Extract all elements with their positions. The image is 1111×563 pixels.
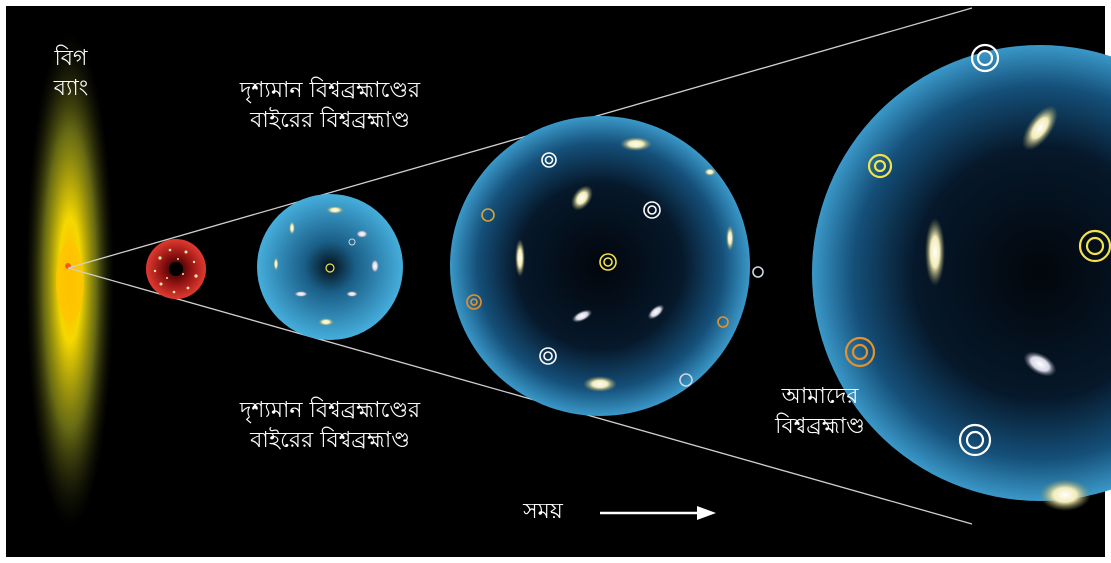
outside-bottom-line1: দৃশ্যমান বিশ্বব্রহ্মাণ্ডের bbox=[239, 398, 421, 423]
time-label: সময় bbox=[498, 497, 588, 527]
our-universe-line2: বিশ্বব্রহ্মাণ্ড bbox=[775, 414, 865, 439]
our-universe-sphere bbox=[812, 43, 1111, 511]
expanding-universe-sphere bbox=[450, 116, 764, 416]
early-universe-sphere bbox=[146, 239, 206, 299]
big-bang-label-line2: ব্যাং bbox=[53, 76, 89, 101]
young-universe-sphere bbox=[257, 194, 403, 340]
outside-top-line2: বাইরের বিশ্বব্রহ্মাণ্ড bbox=[250, 108, 410, 133]
outside-universe-label-top: দৃশ্যমান বিশ্বব্রহ্মাণ্ডের বাইরের বিশ্বব… bbox=[200, 76, 460, 136]
time-label-text: সময় bbox=[523, 499, 563, 524]
outside-universe-label-bottom: দৃশ্যমান বিশ্বব্রহ্মাণ্ডের বাইরের বিশ্বব… bbox=[200, 396, 460, 456]
cone-line-lower bbox=[67, 267, 973, 525]
big-bang-label-line1: বিগ bbox=[54, 46, 88, 71]
outside-bottom-line2: বাইরের বিশ্বব্রহ্মাণ্ড bbox=[250, 428, 410, 453]
time-arrow bbox=[600, 506, 716, 520]
big-bang-core bbox=[56, 242, 84, 322]
our-universe-line1: আমাদের bbox=[781, 384, 859, 409]
outside-top-line1: দৃশ্যমান বিশ্বব্রহ্মাণ্ডের bbox=[239, 78, 421, 103]
cone-line-upper bbox=[67, 7, 973, 269]
our-universe-label: আমাদের বিশ্বব্রহ্মাণ্ড bbox=[745, 382, 895, 442]
big-bang-label: বিগ ব্যাং bbox=[36, 44, 106, 104]
